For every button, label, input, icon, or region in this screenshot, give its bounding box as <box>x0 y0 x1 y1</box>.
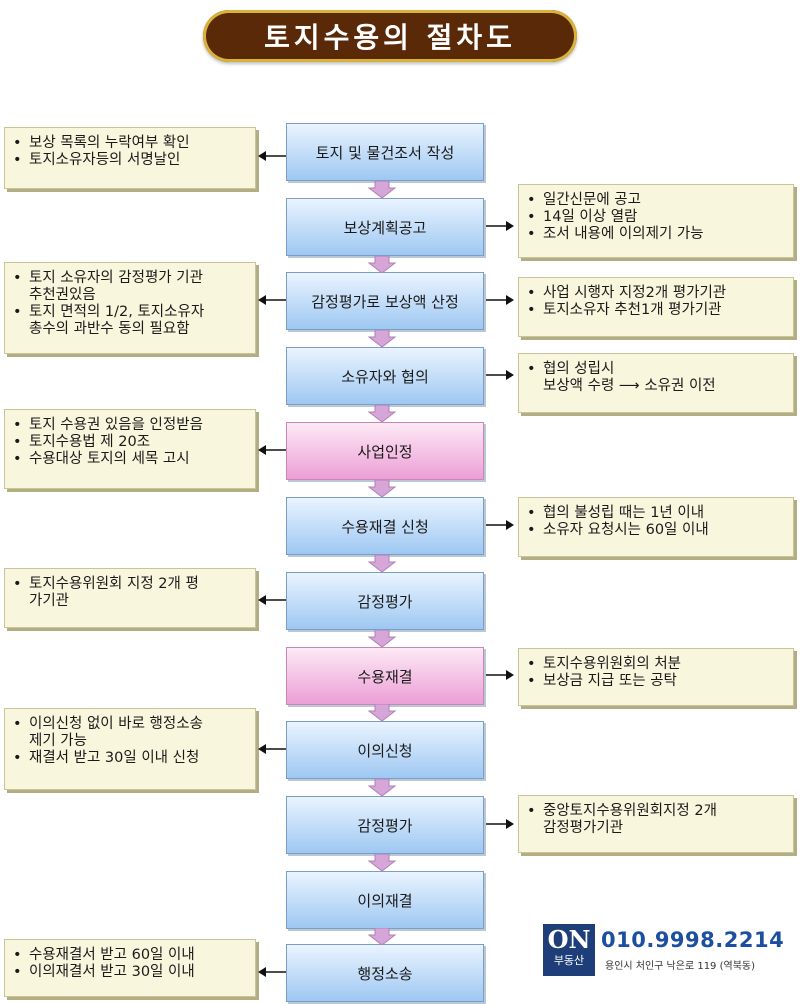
note-item: 토지수용위원회의 처분 <box>527 656 785 673</box>
right-note-6: 중앙토지수용위원회지정 2개 감정평가기관 <box>518 795 794 853</box>
step-1: 토지 및 물건조서 작성 <box>286 123 484 181</box>
down-arrow-icon <box>367 779 397 796</box>
step-2: 보상계획공고 <box>286 198 484 256</box>
left-arrow-icon <box>258 595 286 605</box>
step-4: 소유자와 협의 <box>286 347 484 405</box>
right-note-3: 협의 성립시 보상액 수령 ⟶ 소유권 이전 <box>518 353 794 413</box>
down-arrow-icon <box>367 181 397 198</box>
step-8: 수용재결 <box>286 647 484 705</box>
note-item: 토지 소유자의 감정평가 기관 추천권있음 <box>13 270 247 304</box>
note-item: 협의 불성립 때는 1년 이내 <box>527 505 785 522</box>
right-note-2: 사업 시행자 지정2개 평가기관 토지소유자 추천1개 평가기관 <box>518 277 794 337</box>
note-item: 토지소유자 추천1개 평가기관 <box>527 302 785 319</box>
right-note-1: 일간신문에 공고 14일 이상 열람 조서 내용에 이의제기 가능 <box>518 184 794 258</box>
down-arrow-icon <box>367 630 397 647</box>
right-arrow-icon <box>486 520 514 530</box>
diagram-title-text: 토지수용의 절차도 <box>264 21 516 54</box>
note-item: 중앙토지수용위원회지정 2개 감정평가기관 <box>527 803 785 837</box>
brand-watermark: ON 부동산 010.9998.2214 용인시 처인구 낙은로 119 (역북… <box>543 924 798 976</box>
down-arrow-icon <box>367 854 397 871</box>
left-note-4: 토지수용위원회 지정 2개 평 가기관 <box>4 568 256 628</box>
note-item: 토지 수용권 있음을 인정받음 <box>13 417 247 434</box>
step-7: 감정평가 <box>286 572 484 630</box>
down-arrow-icon <box>367 405 397 422</box>
note-item: 수용재결서 받고 60일 이내 <box>13 947 247 964</box>
down-arrow-icon <box>367 928 397 945</box>
brand-phone: 010.9998.2214 <box>601 928 785 952</box>
left-arrow-icon <box>258 967 286 977</box>
left-arrow-icon <box>258 151 286 161</box>
right-note-4: 협의 불성립 때는 1년 이내 소유자 요청시는 60일 이내 <box>518 497 794 557</box>
note-item: 토지 면적의 1/2, 토지소유자 총수의 과반수 동의 필요함 <box>13 304 247 338</box>
step-10: 감정평가 <box>286 796 484 854</box>
right-arrow-icon <box>486 295 514 305</box>
brand-logo-sub: 부동산 <box>553 954 585 967</box>
right-arrow-icon <box>486 370 514 380</box>
left-note-1: 보상 목록의 누락여부 확인 토지소유자등의 서명날인 <box>4 127 256 189</box>
note-item: 토지수용법 제 20조 <box>13 434 247 451</box>
note-item: 14일 이상 열람 <box>527 209 785 226</box>
step-11: 이의재결 <box>286 871 484 929</box>
brand-logo: ON 부동산 <box>543 924 595 976</box>
step-5: 사업인정 <box>286 422 484 480</box>
down-arrow-icon <box>367 256 397 273</box>
left-note-6: 수용재결서 받고 60일 이내 이의재결서 받고 30일 이내 <box>4 939 256 997</box>
left-note-5: 이의신청 없이 바로 행정소송 제기 가능 재결서 받고 30일 이내 신청 <box>4 708 256 790</box>
note-item: 보상금 지급 또는 공탁 <box>527 673 785 690</box>
left-note-2: 토지 소유자의 감정평가 기관 추천권있음 토지 면적의 1/2, 토지소유자 … <box>4 262 256 354</box>
note-item: 조서 내용에 이의제기 가능 <box>527 226 785 243</box>
note-item: 토지수용위원회 지정 2개 평 가기관 <box>13 576 247 610</box>
brand-address: 용인시 처인구 낙은로 119 (역북동) <box>605 961 756 972</box>
note-item: 수용대상 토지의 세목 고시 <box>13 451 247 468</box>
step-3: 감정평가로 보상액 산정 <box>286 272 484 330</box>
step-9: 이의신청 <box>286 721 484 779</box>
step-6: 수용재결 신청 <box>286 497 484 555</box>
diagram-title: 토지수용의 절차도 <box>203 10 577 62</box>
right-note-5: 토지수용위원회의 처분 보상금 지급 또는 공탁 <box>518 648 794 706</box>
down-arrow-icon <box>367 330 397 347</box>
left-arrow-icon <box>258 445 286 455</box>
note-item: 소유자 요청시는 60일 이내 <box>527 522 785 539</box>
left-note-3: 토지 수용권 있음을 인정받음 토지수용법 제 20조 수용대상 토지의 세목 … <box>4 409 256 489</box>
brand-logo-text: ON <box>547 925 591 954</box>
left-arrow-icon <box>258 744 286 754</box>
note-item: 토지소유자등의 서명날인 <box>13 152 247 169</box>
right-arrow-icon <box>486 670 514 680</box>
down-arrow-icon <box>367 555 397 572</box>
down-arrow-icon <box>367 704 397 721</box>
note-item: 일간신문에 공고 <box>527 192 785 209</box>
note-item: 사업 시행자 지정2개 평가기관 <box>527 285 785 302</box>
down-arrow-icon <box>367 480 397 497</box>
left-arrow-icon <box>258 295 286 305</box>
note-item: 보상 목록의 누락여부 확인 <box>13 135 247 152</box>
note-item: 이의재결서 받고 30일 이내 <box>13 964 247 981</box>
right-arrow-icon <box>486 221 514 231</box>
note-item: 재결서 받고 30일 이내 신청 <box>13 750 247 767</box>
step-12: 행정소송 <box>286 944 484 1002</box>
right-arrow-icon <box>486 819 514 829</box>
note-item: 이의신청 없이 바로 행정소송 제기 가능 <box>13 716 247 750</box>
note-item: 협의 성립시 보상액 수령 ⟶ 소유권 이전 <box>527 361 785 395</box>
